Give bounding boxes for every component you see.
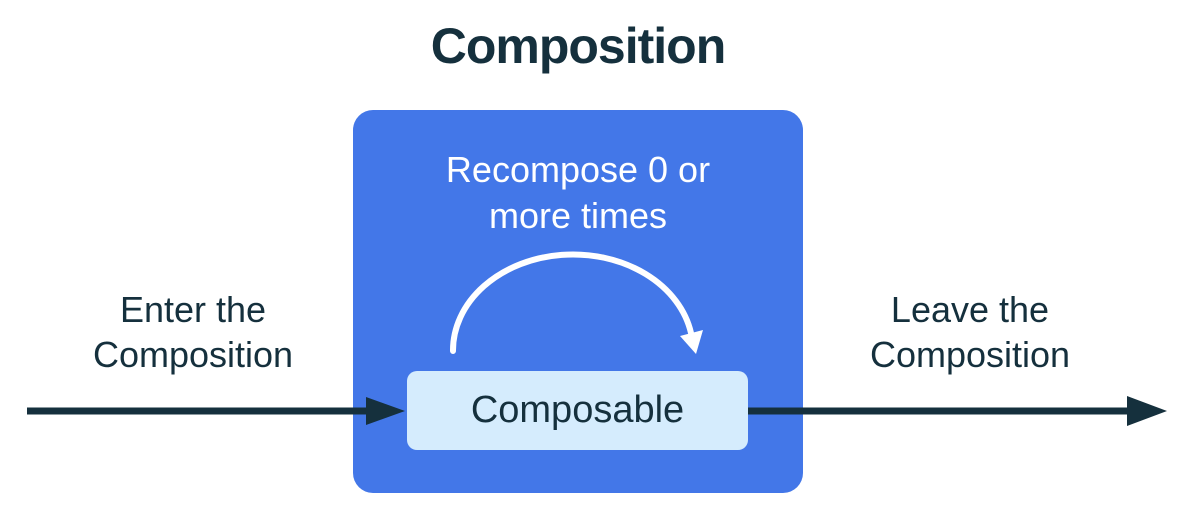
recompose-label: Recompose 0 or more times bbox=[445, 149, 711, 236]
enter-arrow-icon bbox=[27, 397, 405, 425]
composable-box: Composable bbox=[407, 371, 748, 450]
diagram-title: Composition bbox=[430, 18, 727, 74]
leave-composition-label: Leave the Composition bbox=[869, 289, 1071, 375]
composable-label: Composable bbox=[470, 389, 685, 431]
enter-composition-label: Enter the Composition bbox=[92, 289, 294, 375]
leave-arrow-icon bbox=[748, 396, 1167, 426]
